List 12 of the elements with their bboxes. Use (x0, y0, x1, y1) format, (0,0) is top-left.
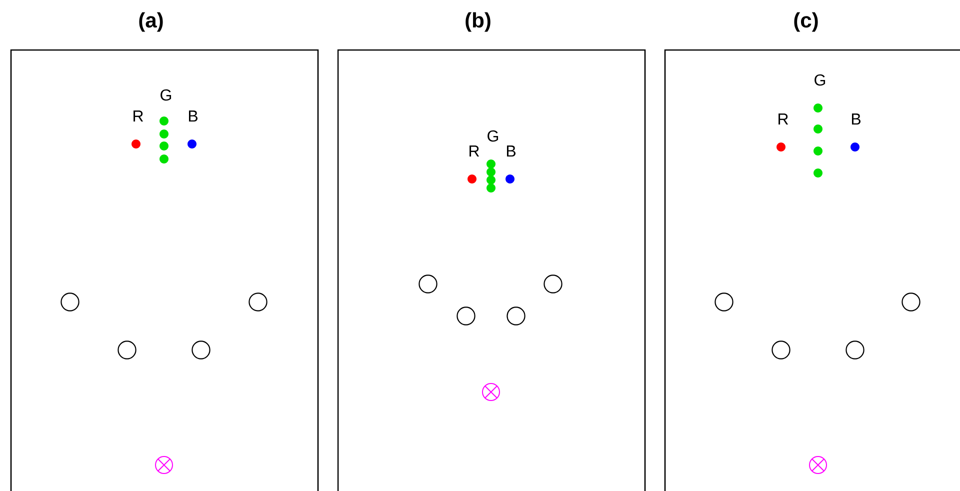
panel-heading: (c) (794, 12, 818, 32)
panel-heading: (a) (139, 12, 163, 32)
panel-heading: (b) (466, 12, 490, 32)
channel-label: B (189, 110, 198, 122)
channel-label: R (778, 114, 788, 124)
channel-label: B (507, 146, 516, 156)
channel-label: G (814, 74, 826, 86)
channel-label: G (160, 89, 172, 101)
channel-label: G (488, 130, 498, 142)
channel-label: B (852, 114, 860, 124)
channel-label: R (134, 110, 144, 122)
channel-label: R (470, 146, 480, 156)
